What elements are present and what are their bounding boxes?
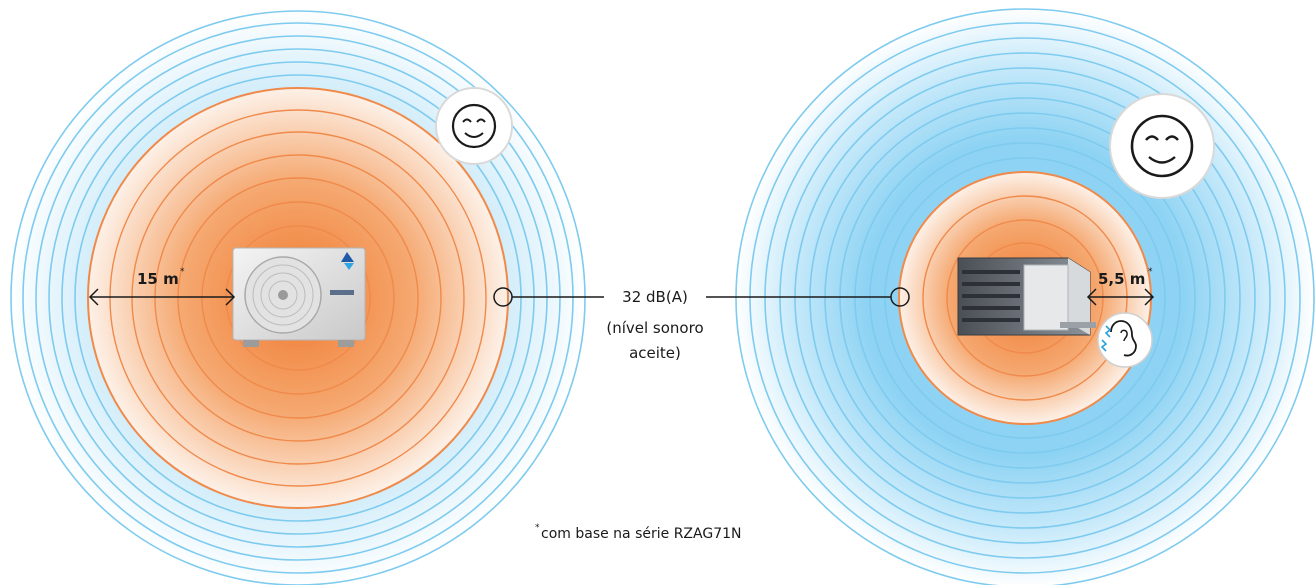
orange-ring xyxy=(201,201,395,395)
blue-ring xyxy=(779,52,1271,544)
left-distance-label: 15 m xyxy=(137,270,179,288)
blue-ring xyxy=(854,127,1196,469)
blue-ring xyxy=(735,8,1315,585)
blue-ring xyxy=(809,82,1241,514)
blue-ring xyxy=(824,97,1226,499)
orange-ring xyxy=(131,131,465,465)
left-blue-rings xyxy=(10,10,586,585)
right-distance-arrow xyxy=(1086,288,1155,306)
ducted-outdoor-unit-icon xyxy=(957,257,1096,336)
sound-level-connector xyxy=(493,287,910,307)
blue-ring xyxy=(10,10,586,585)
orange-ring xyxy=(225,225,371,371)
blue-ring xyxy=(794,67,1256,529)
footnote: com base na série RZAG71N xyxy=(541,526,741,542)
orange-ring xyxy=(922,195,1128,401)
left-distance-asterisk: * xyxy=(180,267,185,277)
sound-level-desc-line2: aceite) xyxy=(629,344,681,362)
split-outdoor-unit-icon xyxy=(232,247,366,347)
calm-face-icon xyxy=(435,87,513,165)
orange-ring xyxy=(109,109,487,487)
orange-ring xyxy=(177,177,419,419)
orange-ring xyxy=(946,219,1104,377)
sound-level-desc-line1: (nível sonoro xyxy=(606,319,703,337)
orange-ring xyxy=(154,154,442,442)
blue-ring xyxy=(749,22,1301,574)
left-distance-arrow xyxy=(88,288,236,306)
blue-ring xyxy=(869,142,1181,454)
blue-ring xyxy=(884,157,1166,439)
blue-ring xyxy=(74,74,522,522)
sound-level-value: 32 dB(A) xyxy=(622,288,688,306)
right-distance-asterisk: * xyxy=(1148,267,1153,277)
blue-ring xyxy=(61,61,535,535)
blue-ring xyxy=(48,48,548,548)
blue-ring xyxy=(22,22,574,574)
blue-ring xyxy=(35,35,561,561)
calm-face-icon xyxy=(1109,93,1215,199)
blue-ring xyxy=(764,37,1286,559)
ear-noise-icon xyxy=(1097,312,1153,368)
blue-ring xyxy=(839,112,1211,484)
right-distance-label: 5,5 m xyxy=(1098,270,1145,288)
right-blue-rings xyxy=(735,8,1315,585)
footnote-asterisk: * xyxy=(535,523,540,533)
